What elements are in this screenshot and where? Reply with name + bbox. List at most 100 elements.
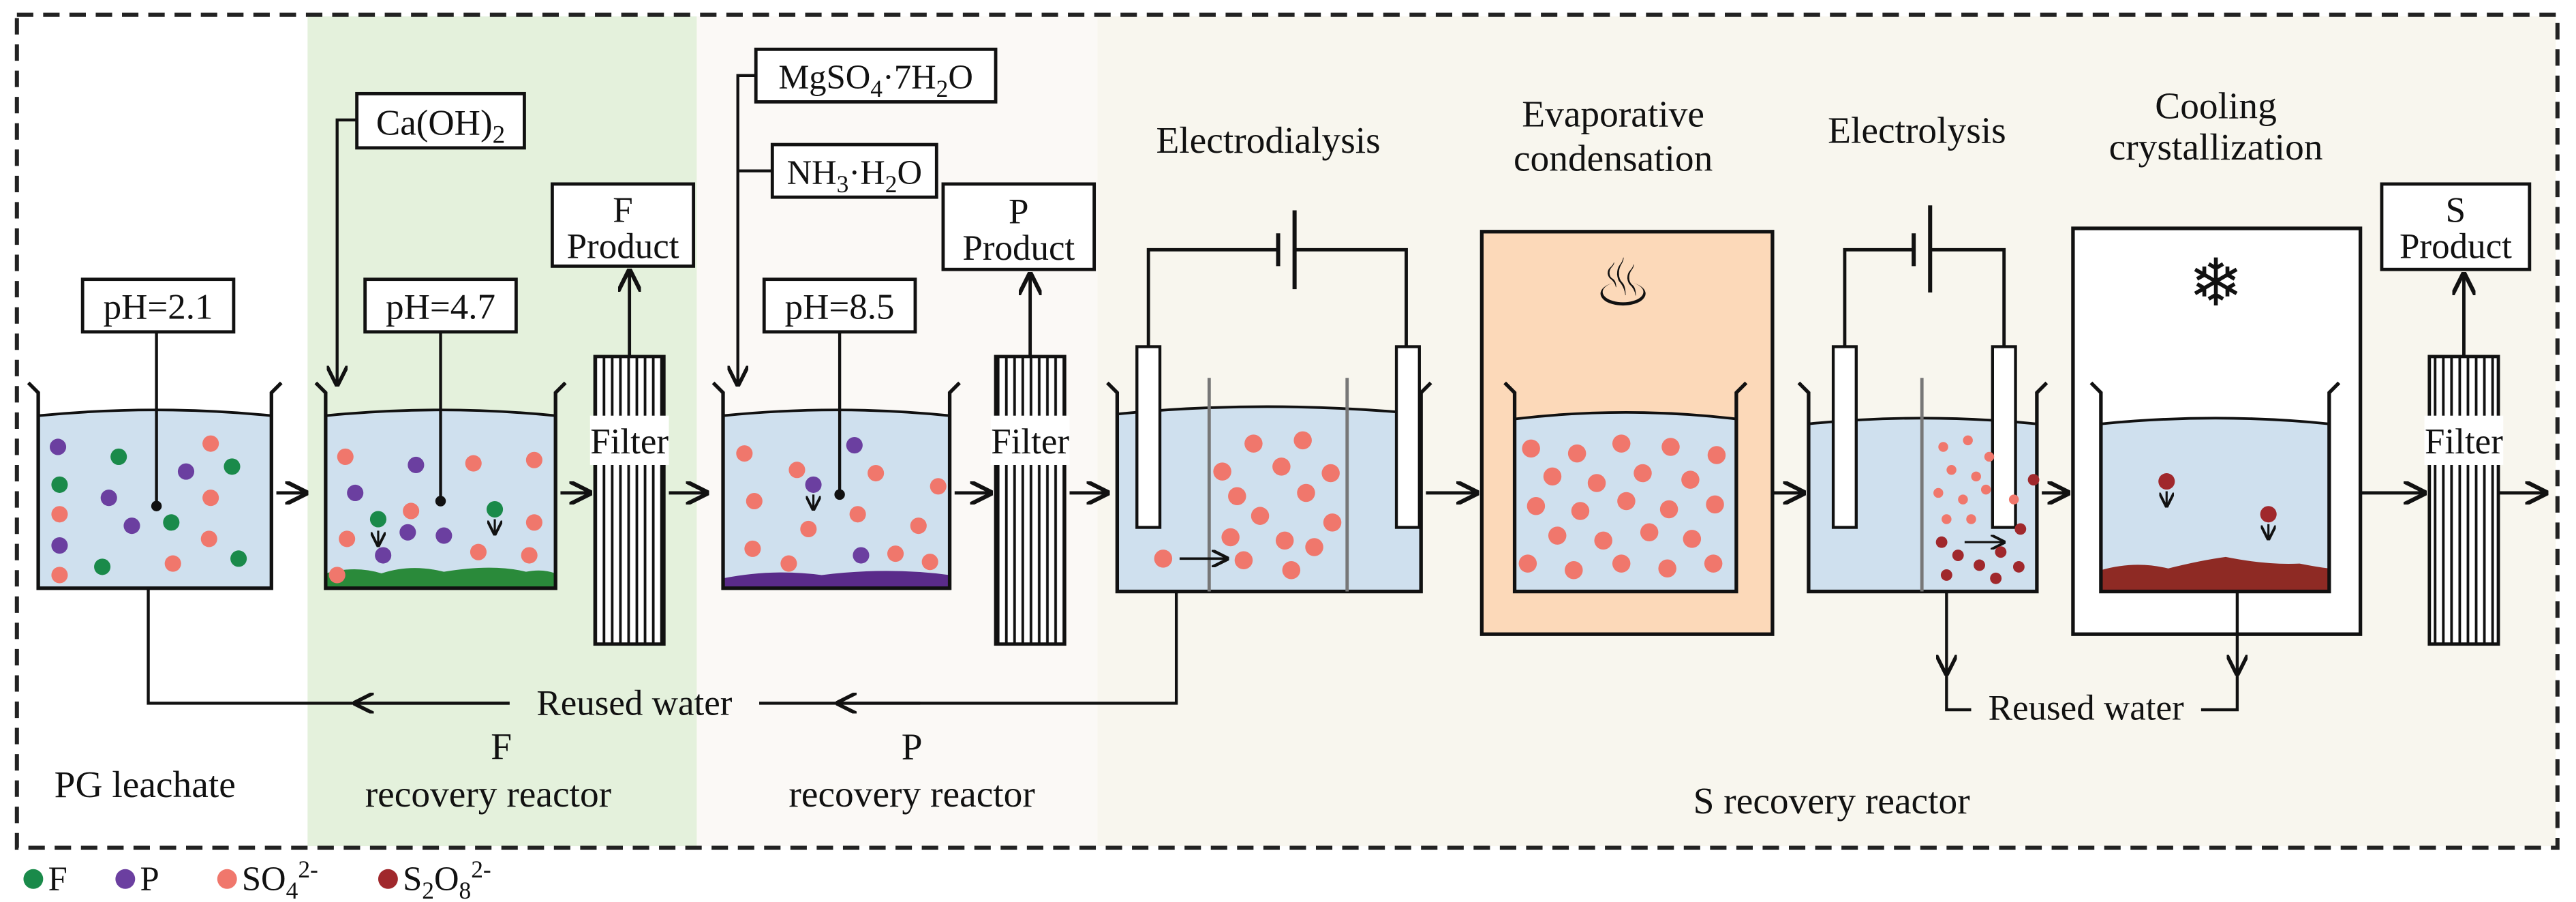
particle — [94, 558, 111, 575]
particle — [1966, 514, 1976, 524]
particle — [846, 437, 863, 454]
s-product-line1: S — [2446, 190, 2466, 230]
particle — [1704, 554, 1723, 573]
particle — [1706, 495, 1724, 514]
particle — [1974, 559, 1985, 571]
particle — [408, 456, 425, 474]
particle — [1952, 550, 1964, 561]
tank3-particles — [736, 437, 947, 572]
p-reactor-label-line2: recovery reactor — [788, 773, 1034, 815]
particle — [1565, 560, 1583, 580]
particle — [1527, 496, 1546, 515]
particle — [1282, 560, 1301, 580]
particle — [1244, 434, 1263, 453]
particle — [1980, 484, 1991, 495]
particle — [800, 520, 817, 538]
particle — [1612, 434, 1631, 453]
particle — [853, 547, 870, 564]
p-product-line1: P — [1009, 192, 1028, 232]
particle — [51, 567, 68, 584]
ph-box-2 — [363, 277, 518, 334]
particle — [202, 490, 219, 507]
electrodialysis-particles — [1154, 431, 1342, 580]
p-product-line2: Product — [962, 228, 1075, 268]
particle — [1971, 471, 1981, 482]
pg-leachate-label: PG leachate — [55, 764, 236, 805]
particle — [868, 464, 885, 482]
particle — [100, 490, 117, 507]
snowflake-icon: ❄ — [2188, 247, 2243, 320]
particle — [1617, 492, 1636, 511]
filter-p-label: Filter — [991, 422, 1069, 462]
s-product-box — [2380, 182, 2532, 271]
particle — [930, 478, 947, 495]
particle — [1548, 526, 1567, 545]
particle — [1963, 435, 1973, 446]
filter-f — [593, 355, 666, 646]
particle — [1640, 523, 1659, 542]
particle — [1228, 487, 1246, 506]
particle — [369, 511, 386, 528]
particle — [1938, 442, 1948, 452]
legend-f-dot — [23, 869, 44, 889]
particle — [525, 451, 542, 468]
ph-label-3: pH=8.5 — [785, 288, 895, 327]
legend: F P SO42- S2O82- — [23, 856, 491, 902]
particle — [1251, 507, 1270, 525]
particle — [403, 502, 420, 520]
el-electrode-left — [1831, 345, 1858, 529]
particle — [399, 524, 416, 541]
particle — [1612, 554, 1631, 573]
particle — [1213, 462, 1231, 481]
tank2-particles — [328, 448, 542, 584]
particle — [1518, 554, 1537, 573]
legend-so4-dot — [217, 869, 237, 889]
evaporative-title-line1: Evaporative — [1522, 93, 1704, 135]
heat-icon: ♨ — [1593, 247, 1652, 320]
outer-dashed-border — [14, 12, 2560, 850]
particle — [51, 506, 68, 523]
particle — [1659, 500, 1678, 519]
ed-electrode-left — [1135, 345, 1162, 529]
filter-p — [994, 355, 1067, 646]
particle — [788, 462, 806, 479]
particle — [1234, 551, 1253, 570]
p-reactor-label-line1: P — [902, 725, 923, 767]
particle — [921, 554, 938, 571]
particle — [1272, 457, 1291, 476]
particle — [2012, 560, 2025, 573]
particle — [435, 527, 453, 544]
particle — [1571, 502, 1590, 520]
legend-p-dot — [115, 869, 136, 889]
particle — [521, 547, 538, 564]
particle — [375, 547, 392, 564]
cooling-title-line1: Cooling — [2155, 85, 2277, 127]
particle — [1946, 464, 1957, 475]
particle — [230, 550, 247, 567]
particle — [49, 438, 67, 455]
legend-p-label: P — [140, 860, 159, 898]
particle — [1933, 487, 1944, 498]
cooling-particles — [2158, 473, 2277, 539]
particle — [736, 445, 753, 462]
ph-label-2: pH=4.7 — [386, 288, 495, 327]
legend-s2o8-label: S2O82- — [403, 856, 491, 902]
f-product-line2: Product — [567, 226, 679, 266]
p-recovery-tank — [711, 381, 961, 590]
particle — [1942, 514, 1952, 524]
s-product-line2: Product — [2399, 226, 2512, 266]
particle — [1661, 438, 1680, 456]
particle — [1681, 470, 1700, 489]
reagent-nh3: NH3·H2O — [787, 153, 922, 198]
ph-label-1: pH=2.1 — [104, 288, 213, 327]
cooling-box — [2071, 226, 2363, 636]
particle — [164, 555, 181, 572]
f-reactor-label-line2: recovery reactor — [365, 773, 611, 815]
particle — [1634, 464, 1652, 483]
particle — [163, 514, 180, 531]
legend-s2o8-dot — [378, 869, 398, 889]
electrolysis-particles — [1933, 435, 2040, 584]
particle — [224, 458, 241, 475]
particle — [1154, 550, 1173, 568]
